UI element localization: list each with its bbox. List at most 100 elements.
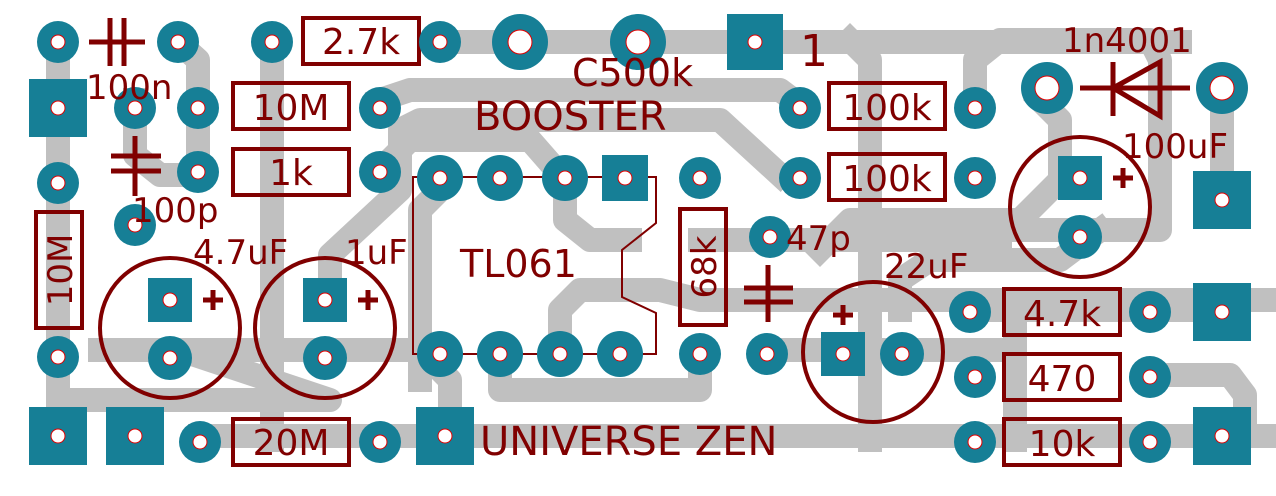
silkscreen (34, 16, 1190, 467)
drill-hole (967, 170, 983, 186)
trace (803, 83, 1072, 267)
trace (318, 108, 797, 312)
pads (29, 14, 1251, 465)
cap-label: 22uF (884, 247, 968, 287)
drill-hole (967, 100, 983, 116)
drill-hole (1214, 304, 1230, 320)
drill-hole (1034, 75, 1060, 101)
drill-hole (50, 34, 66, 50)
drill-hole (264, 34, 280, 50)
resistor-label: 470 (1028, 359, 1097, 400)
resistor-outline (678, 207, 728, 327)
drill-hole (1072, 229, 1088, 245)
resistor-label: 10M (253, 88, 330, 129)
polarity-plus (203, 168, 1133, 325)
drill-hole (492, 346, 508, 362)
drill-hole (762, 229, 778, 245)
drill-hole (190, 164, 206, 180)
trace (548, 278, 1276, 362)
drill-hole (967, 369, 983, 385)
resistor-outline (231, 417, 351, 467)
drill-hole (190, 100, 206, 116)
resistor-label: 10k (1029, 424, 1096, 465)
resistor-outline (827, 152, 947, 202)
drill-hole (372, 164, 388, 180)
resistor-outline (1002, 352, 1122, 402)
drill-hole (1214, 192, 1230, 208)
drill-hole (792, 170, 808, 186)
drill-hole (612, 346, 628, 362)
cap-label: 1uF (345, 233, 408, 273)
labels: 2.7k 10M 1k 10M 20M 100k 100k 68k 4.7k 4… (41, 21, 1228, 465)
cap-label: 100uF (1122, 127, 1228, 167)
cap-symbol-47p (744, 265, 793, 322)
resistor-label: 4.7k (1023, 294, 1101, 335)
drill-hole (162, 350, 178, 366)
drill-hole (692, 170, 708, 186)
drill-hole (432, 34, 448, 50)
resistor-label: 20M (253, 423, 330, 464)
diode-label: 1n4001 (1062, 21, 1192, 61)
resistor-outline (301, 16, 421, 66)
resistor-outline (1002, 287, 1122, 337)
drill-hole (492, 170, 508, 186)
drill-hole (127, 100, 143, 116)
resistor-outline (34, 210, 84, 330)
drill-hole (557, 170, 573, 186)
trace (833, 23, 882, 452)
drill-hole (1209, 75, 1235, 101)
resistor-label: 2.7k (322, 22, 400, 63)
cap-outline-4.7uF (98, 256, 242, 400)
resistor-label: 68k (685, 235, 725, 298)
cap-outline-1uF (253, 256, 397, 400)
drill-hole (692, 346, 708, 362)
drill-hole (127, 217, 143, 233)
drill-hole (372, 100, 388, 116)
cap-outline-100uF (1008, 135, 1152, 279)
drill-hole (437, 428, 453, 444)
drill-hole (50, 349, 66, 365)
cap-label: 100p (132, 191, 218, 231)
drill-hole (507, 29, 533, 55)
resistor-label: 100k (842, 88, 932, 129)
resistor-outline (231, 81, 351, 131)
resistor-label: 1k (269, 153, 313, 194)
cap-label: 4.7uF (193, 233, 288, 273)
drill-hole (1142, 369, 1158, 385)
board-credit: UNIVERSE ZEN (480, 419, 777, 465)
cap-label: 47p (786, 219, 851, 259)
drill-hole (372, 434, 388, 450)
drill-hole (962, 304, 978, 320)
drill-hole (170, 34, 186, 50)
drill-hole (967, 434, 983, 450)
drill-hole (792, 100, 808, 116)
trace (48, 338, 342, 412)
pot-pin-label: 1 (800, 26, 828, 77)
board-subtitle: BOOSTER (474, 94, 667, 140)
resistor-label: 10M (41, 234, 81, 307)
ic-label: TL061 (459, 242, 577, 286)
drill-hole (759, 346, 775, 362)
drill-hole (1214, 428, 1230, 444)
resistor-outline (231, 147, 351, 197)
drill-hole (50, 428, 66, 444)
drill-hole (317, 350, 333, 366)
resistor-label: 100k (842, 159, 932, 200)
drill-hole (50, 100, 66, 116)
diode-symbol (1080, 57, 1190, 121)
drill-hole (747, 34, 763, 50)
cap-outline-22uF (801, 280, 945, 424)
board-title: C500k (572, 51, 693, 95)
drill-hole (432, 346, 448, 362)
trace (963, 28, 1172, 262)
drill-hole (1142, 304, 1158, 320)
cap-symbol-100p (111, 136, 161, 196)
resistor-outline (1002, 417, 1122, 467)
drill-hole (1142, 434, 1158, 450)
drill-hole (192, 434, 208, 450)
drill-hole (50, 175, 66, 191)
drill-hole (127, 428, 143, 444)
resistor-outline (827, 81, 947, 131)
drill-hole (432, 170, 448, 186)
